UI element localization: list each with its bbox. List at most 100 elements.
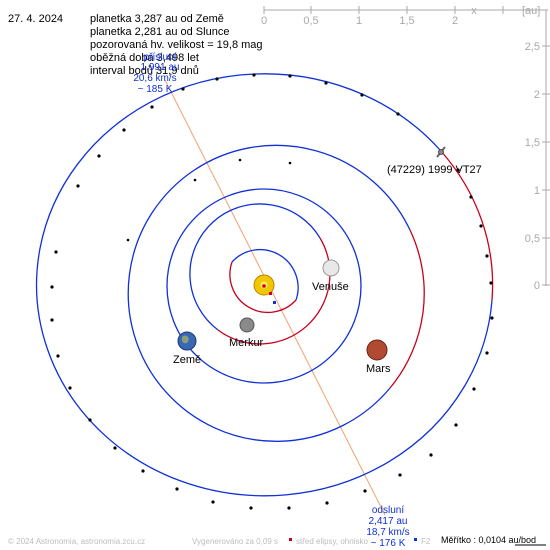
perihelion-distance: 1,991 au xyxy=(141,62,180,73)
mars-position-markers xyxy=(126,158,292,242)
scale-label: Měřítko : 0,0104 au/bod xyxy=(441,535,536,545)
mercury-orbit xyxy=(229,261,297,313)
position-marker xyxy=(211,500,215,504)
aphelion-distance: 2,417 au xyxy=(369,516,408,527)
ellipse-center-marker xyxy=(273,301,276,304)
position-marker xyxy=(472,387,476,391)
info-period: oběžná doba 3,498 let xyxy=(90,52,199,64)
perihelion-title: přísluní xyxy=(144,52,177,63)
asteroid-body xyxy=(438,149,444,155)
position-marker xyxy=(288,74,292,78)
x-axis-name: x xyxy=(471,5,477,17)
position-marker xyxy=(324,81,328,85)
position-marker xyxy=(76,184,80,188)
perihelion-speed: 20,6 km/s xyxy=(133,73,176,84)
x-tick-label: 0 xyxy=(261,15,267,27)
mars-label: Mars xyxy=(366,363,391,375)
legend-red-square xyxy=(289,538,292,541)
perihelion-info: přísluní 1,991 au 20,6 km/s ~ 185 K xyxy=(133,52,179,95)
legend-blue-square xyxy=(414,538,417,541)
position-marker xyxy=(68,386,72,390)
y-tick-label: 2,5 xyxy=(525,41,540,53)
aphelion-info: odsluní 2,417 au 18,7 km/s ~ 176 K xyxy=(366,505,409,549)
y-tick-label: 0 xyxy=(534,280,540,292)
mars-planet xyxy=(366,339,388,361)
position-marker xyxy=(288,161,292,165)
footer-copyright: © 2024 Astronomia, astronomia.zcu.cz xyxy=(8,537,145,546)
position-marker xyxy=(50,285,54,289)
info-sun-distance: planetka 2,281 au od Slunce xyxy=(90,26,229,38)
position-marker xyxy=(325,501,329,505)
scale-background xyxy=(440,532,544,546)
position-marker xyxy=(175,487,179,491)
position-marker xyxy=(141,469,145,473)
position-marker xyxy=(489,281,493,285)
earth-continent-shape xyxy=(182,335,189,344)
second-focus-marker xyxy=(269,292,272,295)
x-tick-label: 2 xyxy=(452,15,458,27)
mars-orbit xyxy=(127,144,411,442)
asteroid-position-markers xyxy=(50,73,494,510)
position-marker xyxy=(396,112,400,116)
x-tick-label: 0,5 xyxy=(303,15,318,27)
y-tick-label: 2 xyxy=(534,89,540,101)
asteroid-orbit xyxy=(35,73,494,497)
venus-planet xyxy=(322,259,340,277)
position-marker xyxy=(88,418,92,422)
axes xyxy=(263,6,550,286)
perihelion-temp: ~ 185 K xyxy=(138,84,173,95)
position-marker xyxy=(249,506,253,510)
position-marker xyxy=(456,168,460,172)
position-marker xyxy=(360,93,364,97)
position-marker xyxy=(479,224,483,228)
position-marker xyxy=(469,195,473,199)
position-marker xyxy=(150,105,154,109)
position-marker xyxy=(54,250,58,254)
y-tick-label: 0,5 xyxy=(525,233,540,245)
position-marker xyxy=(429,453,433,457)
footer-legend-center: střed elipsy, ohnisko xyxy=(296,537,368,546)
mercury-label: Merkur xyxy=(229,337,264,349)
footer-generated: Vygenerováno za 0,09 s xyxy=(192,537,278,546)
planet-orbits xyxy=(127,144,425,442)
position-marker xyxy=(454,423,458,427)
apsis-line xyxy=(164,79,386,516)
position-marker xyxy=(126,238,130,242)
x-tick-label: 1 xyxy=(356,15,362,27)
position-marker xyxy=(490,316,494,320)
asteroid-label: (47229) 1999 VT27 xyxy=(387,164,482,176)
asteroid-marker xyxy=(436,146,446,158)
sun xyxy=(253,274,275,296)
info-point-interval: interval bodů 31,9 dnů xyxy=(90,65,199,77)
x-tick-label: 1,5 xyxy=(399,15,414,27)
position-marker xyxy=(252,73,256,77)
y-tick-label: 1 xyxy=(534,185,540,197)
position-marker xyxy=(485,351,489,355)
position-marker xyxy=(215,77,219,81)
earth-label: Země xyxy=(173,354,201,366)
mars-orbit xyxy=(389,229,425,389)
aphelion-speed: 18,7 km/s xyxy=(366,527,409,538)
position-marker xyxy=(50,318,54,322)
position-marker xyxy=(485,254,489,258)
venus-label: Venuše xyxy=(312,281,349,293)
aphelion-temp: ~ 176 K xyxy=(371,538,406,549)
venus-orbit xyxy=(189,203,321,331)
info-magnitude: pozorovaná hv. velikost = 19,8 mag xyxy=(90,39,263,51)
asteroid-orbit-upper xyxy=(35,73,493,497)
position-marker xyxy=(398,473,402,477)
position-marker xyxy=(238,158,242,162)
date-label: 27. 4. 2024 xyxy=(8,13,63,25)
mercury-orbit xyxy=(231,249,299,301)
position-marker xyxy=(287,506,291,510)
earth-orbit xyxy=(166,188,362,384)
aphelion-title: odsluní xyxy=(372,505,404,516)
earth-orbit xyxy=(263,285,362,384)
y-tick-label: 1,5 xyxy=(525,137,540,149)
focus-marker xyxy=(262,284,266,288)
position-marker xyxy=(122,128,126,132)
position-marker xyxy=(193,178,197,182)
position-marker xyxy=(113,446,117,450)
position-marker xyxy=(56,354,60,358)
